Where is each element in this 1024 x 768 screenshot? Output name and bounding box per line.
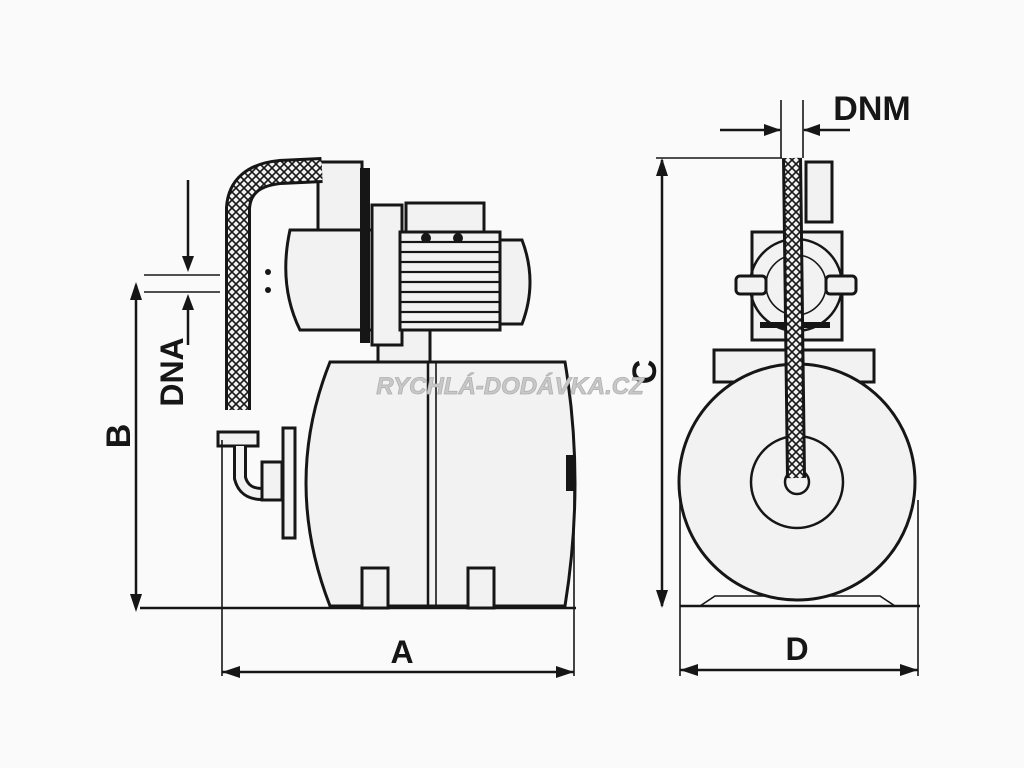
hose-nut: [260, 460, 284, 502]
pressure-tank: [281, 360, 577, 610]
pump-plug: [265, 269, 271, 275]
front-hose: [782, 157, 806, 479]
dimension-dnm: [720, 100, 850, 158]
pump-head: [316, 160, 364, 232]
label-c: C: [626, 360, 664, 385]
dimension-c: [656, 157, 782, 608]
motor: [398, 201, 532, 332]
front-terminal-box: [804, 160, 834, 224]
dimension-d: [679, 500, 919, 676]
label-a: A: [390, 634, 413, 670]
label-dna: DNA: [154, 337, 190, 406]
label-dnm: DNM: [833, 90, 910, 128]
dimension-a: [221, 440, 575, 678]
terminal-box: [404, 201, 486, 235]
tank-foot-right: [466, 566, 496, 610]
dimension-b: [130, 282, 142, 612]
motor-end-cap: [498, 238, 532, 326]
side-view: [130, 157, 577, 678]
watermark-text: RYCHLÁ-DODÁVKA.CZ: [376, 372, 645, 400]
front-view: [656, 100, 920, 676]
pump-housing: [265, 160, 404, 347]
tank-valve: [566, 455, 574, 491]
label-d: D: [785, 631, 808, 667]
pump-flange: [360, 168, 370, 343]
pump-coupling: [370, 203, 404, 347]
label-b: B: [100, 424, 138, 449]
dna-pipe-symbol: [144, 180, 220, 345]
suction-hose: [216, 157, 323, 502]
tank-flange: [281, 426, 297, 540]
hose-fitting: [216, 430, 260, 448]
tank-foot-left: [360, 566, 390, 610]
motor-fins: [398, 230, 502, 332]
